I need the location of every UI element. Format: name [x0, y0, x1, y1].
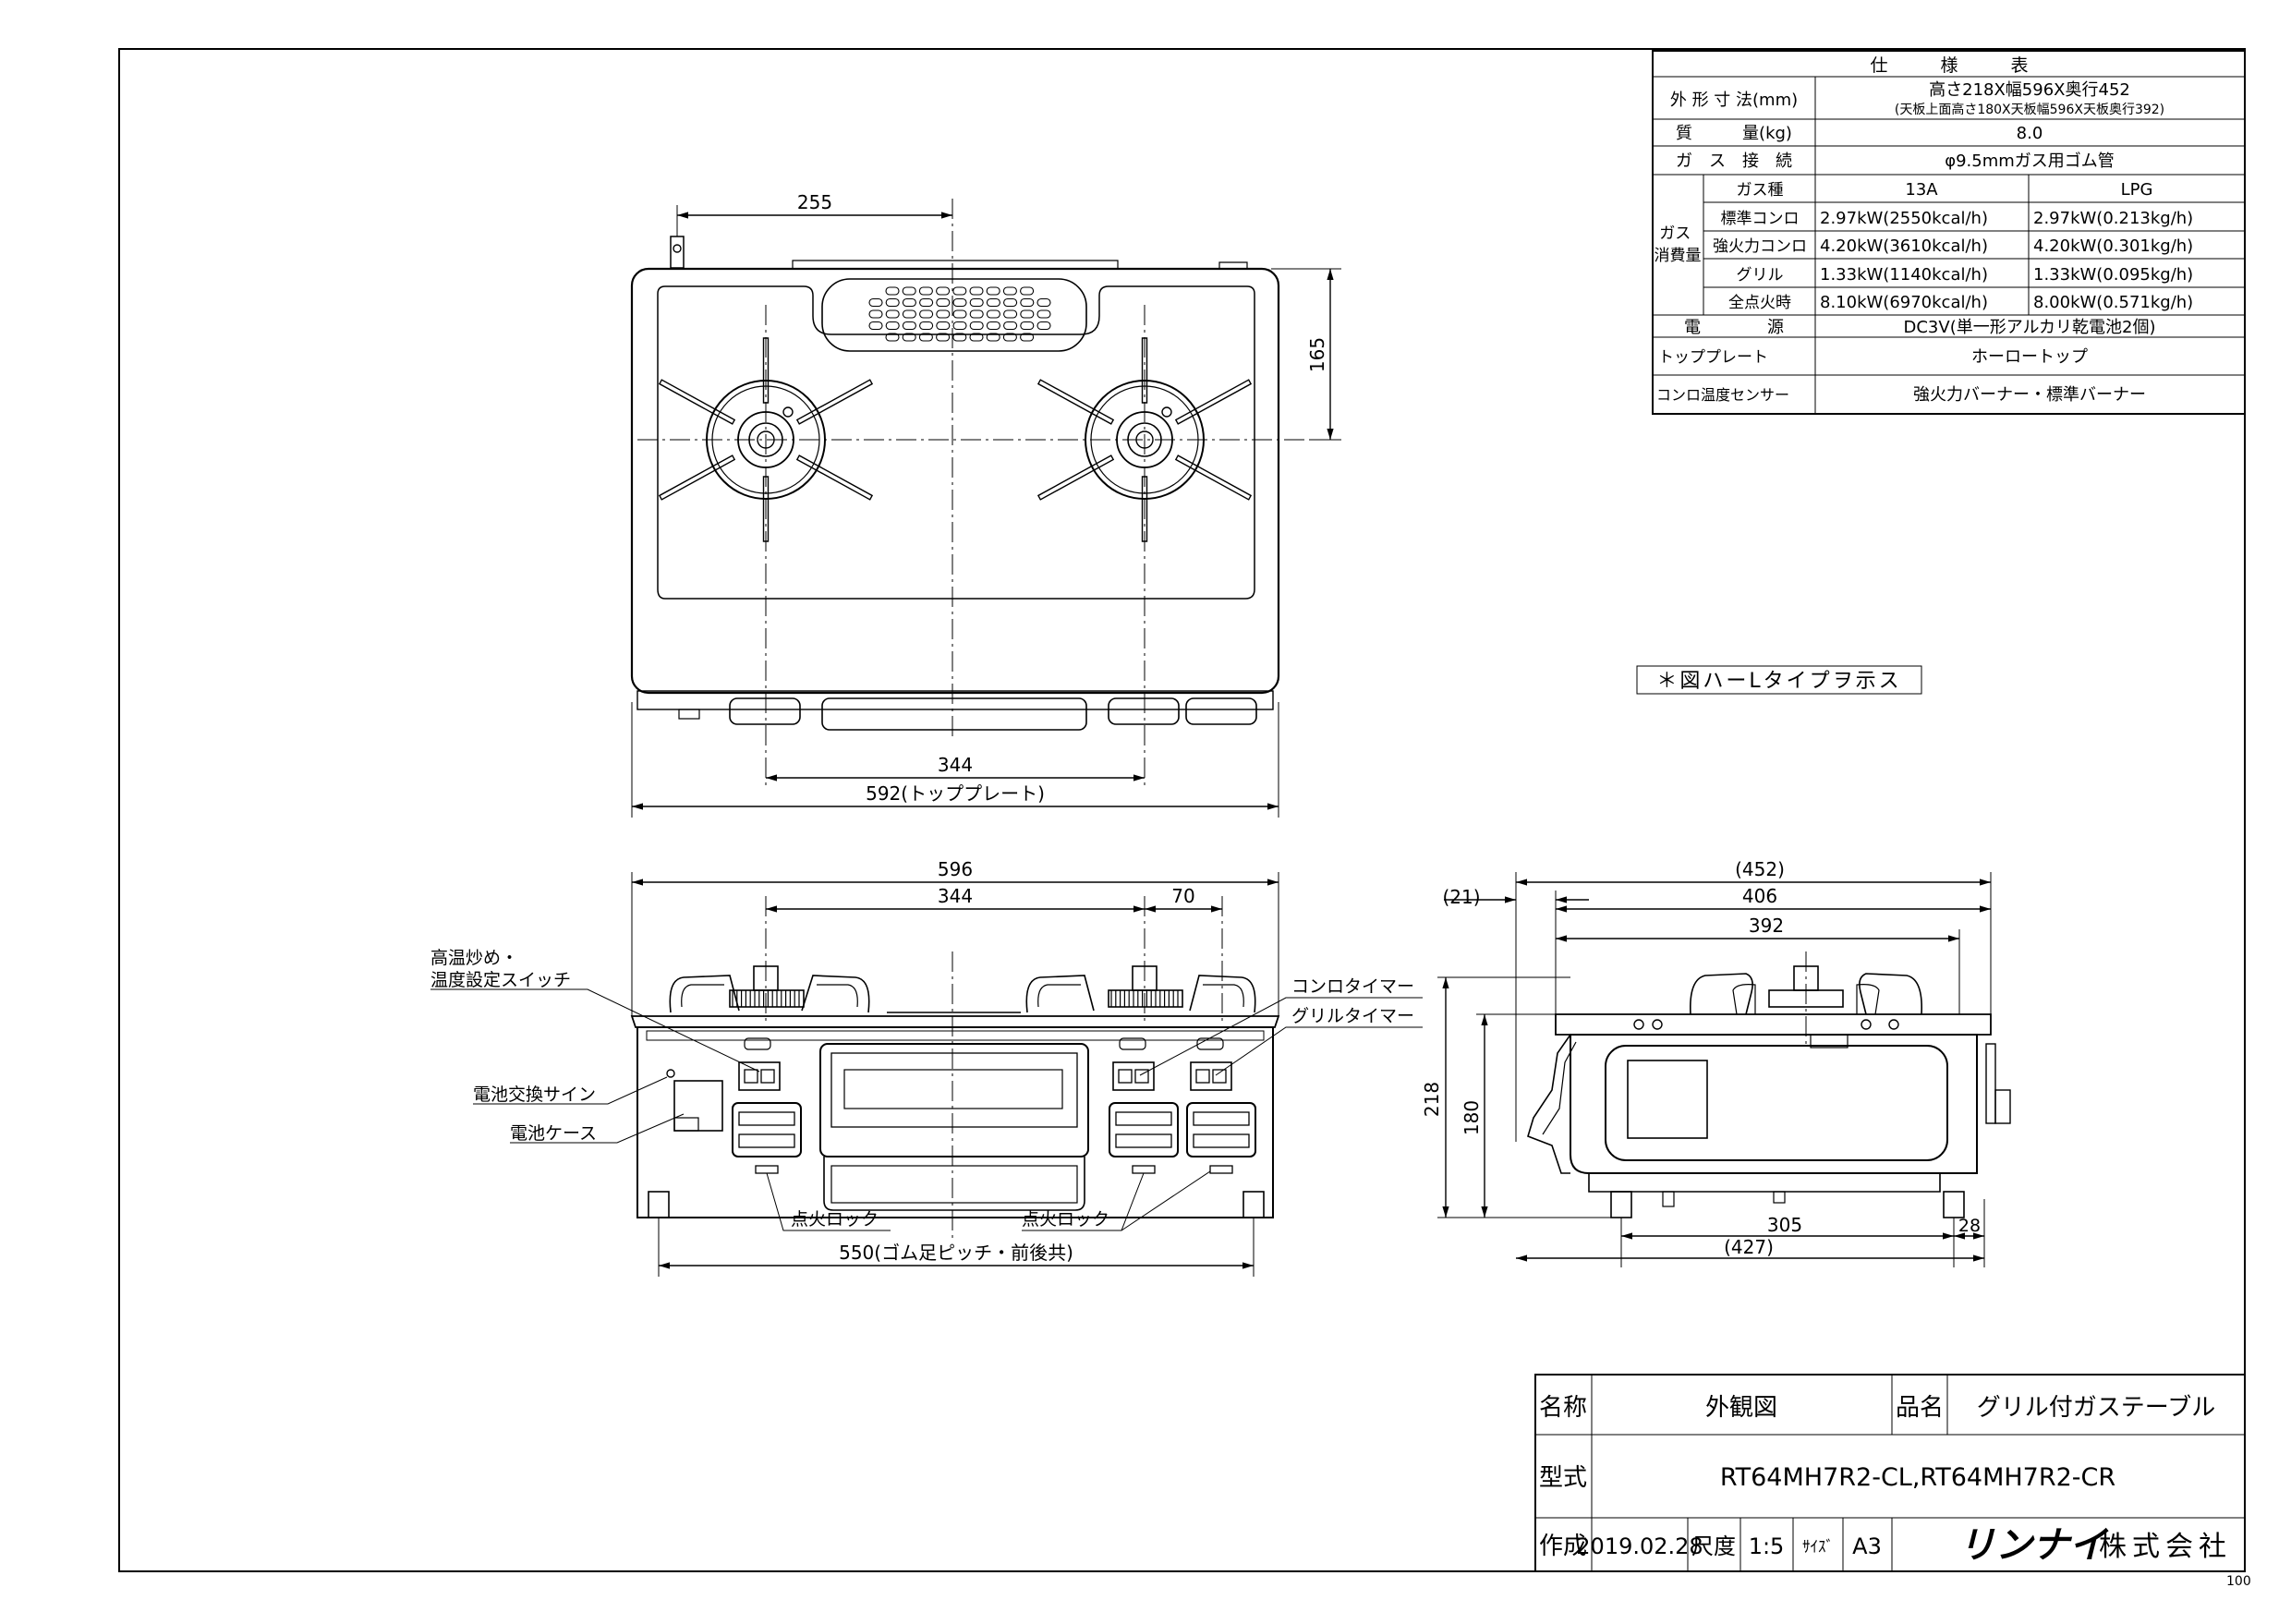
dim-side-305: 305: [1767, 1214, 1802, 1236]
dim-side-452: (452): [1735, 858, 1785, 880]
callout-battery-case: 電池ケース: [510, 1123, 597, 1144]
spec-gas-row-name: グリル: [1737, 266, 1784, 285]
title-made-label: 作成: [1539, 1533, 1587, 1560]
dim-top-165: 165: [1306, 337, 1328, 372]
title-size-label: ｻｲｽﾞ: [1802, 1538, 1834, 1557]
spec-gas-row-lpg: 8.00kW(0.571kg/h): [2033, 293, 2193, 312]
grill-vent-holes: [868, 286, 1051, 342]
title-scale: 1:5: [1749, 1533, 1785, 1559]
title-product-label: 品名: [1896, 1394, 1944, 1422]
spec-label-dimensions: 外 形 寸 法(mm): [1670, 91, 1798, 110]
spec-gas-row-name: 全点火時: [1728, 294, 1791, 312]
dim-top-344: 344: [938, 754, 973, 776]
callout-ignition-lock-right: 点火ロック: [1022, 1209, 1109, 1230]
title-model-label: 型式: [1539, 1464, 1587, 1492]
spec-gas-row-lpg: 4.20kW(0.301kg/h): [2033, 236, 2193, 256]
dim-front-344: 344: [938, 885, 973, 907]
spec-gas-row-13a: 2.97kW(2550kcal/h): [1820, 209, 1988, 228]
spec-value-gas-connection: φ9.5mmガス用ゴム管: [1945, 151, 2115, 171]
spec-value-dimensions: 高さ218X幅596X奥行452: [1929, 80, 2130, 100]
spec-gas-header-name: ガス種: [1737, 181, 1784, 200]
company-logo: リンナイ: [1958, 1524, 2109, 1567]
dim-front-550: 550(ゴム足ピッチ・前後共): [839, 1242, 1073, 1264]
spec-sub-dimensions: (天板上面高さ180X天板幅596X天板奥行392): [1895, 102, 2164, 117]
spec-title: 仕 様 表: [1870, 55, 2028, 76]
spec-gas-row-name: 強火力コンロ: [1713, 237, 1807, 256]
spec-label-sensor: コンロ温度センサー: [1656, 386, 1789, 404]
company-suffix: 株式会社: [2099, 1531, 2232, 1563]
type-note: ＊図ハーLタイプヲ示ス: [1636, 665, 1922, 695]
type-note-text: ＊図ハーLタイプヲ示ス: [1656, 670, 1901, 693]
dim-side-427: (427): [1724, 1236, 1774, 1258]
dim-side-180: 180: [1461, 1100, 1483, 1135]
spec-gas-group-label: ガス 消費量: [1655, 224, 1702, 265]
title-product-value: グリル付ガステーブル: [1977, 1394, 2215, 1422]
corner-number: 100: [2226, 1574, 2251, 1589]
title-date: 2019.02.28: [1576, 1533, 1703, 1559]
title-name-label: 名称: [1539, 1394, 1587, 1422]
dim-front-596: 596: [938, 858, 973, 880]
dim-top-255: 255: [797, 191, 832, 213]
callout-high-temp-line2: 温度設定スイッチ: [430, 970, 571, 990]
dim-side-21: (21): [1442, 886, 1480, 908]
title-scale-label: 尺度: [1691, 1533, 1736, 1559]
callout-high-temp-line1: 高温炒め・: [430, 948, 518, 968]
spec-gas-header-13a: 13A: [1905, 180, 1938, 200]
dim-side-28: 28: [1958, 1216, 1981, 1236]
spec-label-top-plate: トッププレート: [1658, 348, 1768, 367]
spec-gas-row-lpg: 1.33kW(0.095kg/h): [2033, 265, 2193, 285]
callout-ignition-lock-left: 点火ロック: [791, 1209, 879, 1230]
front-view: 596 344 70 550(ゴム足ピッチ・前後共) 高温炒め・ 温度設定スイッ…: [430, 858, 1423, 1277]
spec-value-top-plate: ホーロートップ: [1971, 347, 2088, 367]
spec-label-power: 電 源: [1684, 318, 1784, 337]
spec-gas-header-lpg: LPG: [2121, 180, 2153, 200]
dim-front-70: 70: [1171, 885, 1194, 907]
callout-grill-timer: グリルタイマー: [1291, 1006, 1414, 1026]
spec-gas-row-13a: 4.20kW(3610kcal/h): [1820, 236, 1988, 256]
top-view: 255 165 344 592(トッププレート): [630, 191, 1341, 818]
dim-side-392: 392: [1749, 915, 1784, 937]
spec-value-mass: 8.0: [2017, 124, 2043, 143]
sheet-border: [118, 48, 2246, 1572]
spec-gas-row-lpg: 2.97kW(0.213kg/h): [2033, 209, 2193, 228]
spec-table: 仕 様 表 外 形 寸 法(mm) 高さ218X幅596X奥行452 (天板上面…: [1652, 50, 2246, 415]
spec-value-power: DC3V(単一形アルカリ乾電池2個): [1904, 318, 2156, 337]
callout-battery-sign: 電池交換サイン: [473, 1085, 596, 1105]
title-size: A3: [1852, 1533, 1882, 1559]
spec-gas-group-label-2: 消費量: [1655, 247, 1702, 265]
callout-stove-timer: コンロタイマー: [1291, 976, 1414, 997]
title-model-value: RT64MH7R2-CL,RT64MH7R2-CR: [1720, 1463, 2115, 1492]
spec-value-sensor: 強火力バーナー・標準バーナー: [1913, 385, 2146, 405]
title-name-value: 外観図: [1705, 1394, 1777, 1422]
spec-gas-row-13a: 1.33kW(1140kcal/h): [1820, 265, 1988, 285]
dim-side-406: 406: [1742, 885, 1777, 907]
spec-label-mass: 質 量(kg): [1676, 124, 1792, 143]
dim-top-592: 592(トッププレート): [866, 782, 1045, 805]
dim-side-218: 218: [1421, 1082, 1443, 1117]
spec-gas-group-label-1: ガス: [1659, 224, 1691, 243]
spec-gas-row-13a: 8.10kW(6970kcal/h): [1820, 293, 1988, 312]
side-view: (452) (21) 406 392 218 180 305 28 (427): [1421, 858, 2011, 1267]
spec-label-gas-connection: ガ ス 接 続: [1676, 151, 1792, 171]
spec-gas-row-name: 標準コンロ: [1721, 210, 1800, 228]
title-block: 名称 外観図 品名 グリル付ガステーブル 型式 RT64MH7R2-CL,RT6…: [1534, 1374, 2246, 1572]
